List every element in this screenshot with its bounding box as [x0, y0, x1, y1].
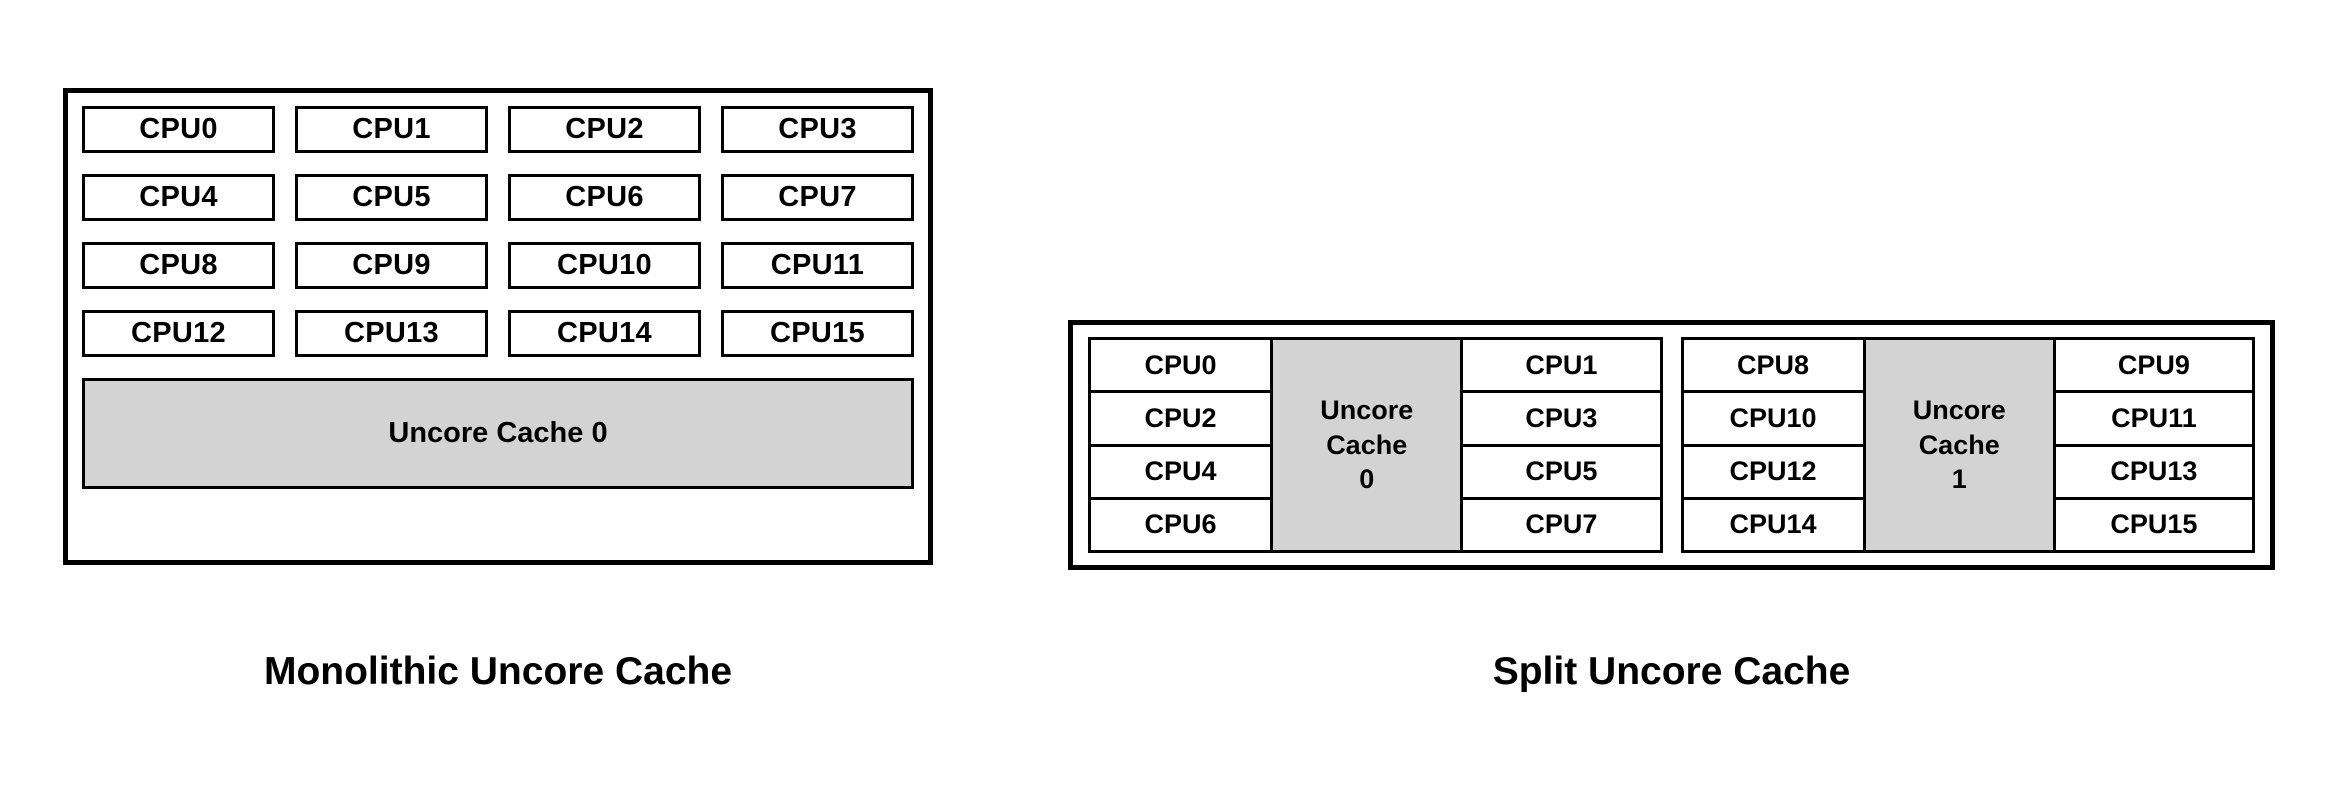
- cpu-box: CPU1: [295, 106, 488, 153]
- cpu-box: CPU11: [721, 242, 914, 289]
- cpu-box: CPU4: [82, 174, 275, 221]
- uncore-cache-block: Uncore Cache 0: [1270, 340, 1464, 550]
- cpu-box: CPU11: [2055, 393, 2252, 447]
- cpu-box: CPU13: [295, 310, 488, 357]
- cpu-box: CPU3: [1463, 393, 1660, 447]
- split-half-0-right-cpu-column: CPU1 CPU3 CPU5 CPU7: [1463, 340, 1660, 550]
- split-diagram-inner: CPU0 CPU2 CPU4 CPU6 Uncore Cache 0 CPU1 …: [1088, 337, 2255, 553]
- split-half-1-left-cpu-column: CPU8 CPU10 CPU12 CPU14: [1683, 340, 1863, 550]
- cpu-box: CPU6: [508, 174, 701, 221]
- uncore-cache-label-line3: 0: [1359, 464, 1375, 495]
- uncore-cache-label-line2: Cache: [1326, 429, 1408, 460]
- cpu-box: CPU10: [508, 242, 701, 289]
- uncore-cache-block: Uncore Cache 1: [1862, 340, 2056, 550]
- cpu-box: CPU8: [82, 242, 275, 289]
- cpu-box: CPU10: [1683, 393, 1863, 447]
- uncore-cache-label-line1: Uncore: [1912, 395, 2006, 426]
- cpu-box: CPU9: [2055, 340, 2252, 394]
- cpu-box: CPU5: [295, 174, 488, 221]
- split-half-1-right-cpu-column: CPU9 CPU11 CPU13 CPU15: [2055, 340, 2252, 550]
- cpu-box: CPU1: [1463, 340, 1660, 394]
- uncore-cache-label-line1: Uncore: [1320, 395, 1414, 426]
- monolithic-caption: Monolithic Uncore Cache: [263, 650, 733, 693]
- cpu-box: CPU15: [721, 310, 914, 357]
- cpu-box: CPU12: [1683, 446, 1863, 500]
- cpu-box: CPU15: [2055, 499, 2252, 550]
- cpu-box: CPU0: [82, 106, 275, 153]
- cpu-box: CPU0: [1091, 340, 1271, 394]
- cpu-box: CPU7: [721, 174, 914, 221]
- split-half-1: CPU8 CPU10 CPU12 CPU14 Uncore Cache 1 CP…: [1680, 337, 2255, 553]
- cpu-box: CPU8: [1683, 340, 1863, 394]
- monolithic-diagram-inner: CPU0 CPU1 CPU2 CPU3 CPU4 CPU5 CPU6 CPU7 …: [82, 106, 914, 547]
- cpu-box: CPU7: [1463, 499, 1660, 550]
- split-caption: Split Uncore Cache: [1492, 650, 1851, 693]
- cpu-box: CPU14: [508, 310, 701, 357]
- cpu-box: CPU4: [1091, 446, 1271, 500]
- uncore-cache-block: Uncore Cache 0: [82, 378, 914, 489]
- uncore-cache-label-line3: 1: [1951, 464, 1967, 495]
- cpu-box: CPU12: [82, 310, 275, 357]
- cpu-box: CPU14: [1683, 499, 1863, 550]
- cpu-box: CPU3: [721, 106, 914, 153]
- split-half-0: CPU0 CPU2 CPU4 CPU6 Uncore Cache 0 CPU1 …: [1088, 337, 1663, 553]
- split-half-0-left-cpu-column: CPU0 CPU2 CPU4 CPU6: [1091, 340, 1271, 550]
- cpu-box: CPU6: [1091, 499, 1271, 550]
- cpu-box: CPU5: [1463, 446, 1660, 500]
- split-uncore-cache-diagram: CPU0 CPU2 CPU4 CPU6 Uncore Cache 0 CPU1 …: [1068, 320, 2275, 570]
- cpu-box: CPU9: [295, 242, 488, 289]
- cpu-box: CPU2: [1091, 393, 1271, 447]
- uncore-cache-label-line2: Cache: [1918, 429, 2000, 460]
- monolithic-uncore-cache-diagram: CPU0 CPU1 CPU2 CPU3 CPU4 CPU5 CPU6 CPU7 …: [63, 88, 933, 565]
- monolithic-cpu-grid: CPU0 CPU1 CPU2 CPU3 CPU4 CPU5 CPU6 CPU7 …: [82, 106, 914, 357]
- cpu-box: CPU2: [508, 106, 701, 153]
- cpu-box: CPU13: [2055, 446, 2252, 500]
